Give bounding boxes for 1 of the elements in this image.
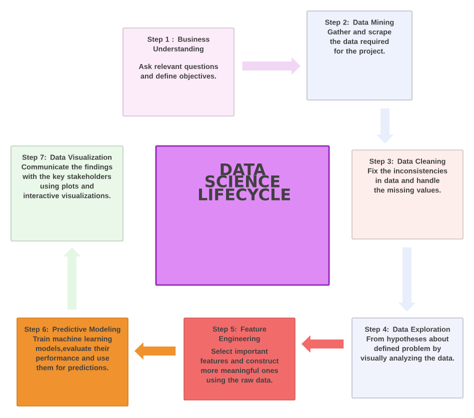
title-box: DATA SCIENCE LIFECYCLE [155,145,330,286]
